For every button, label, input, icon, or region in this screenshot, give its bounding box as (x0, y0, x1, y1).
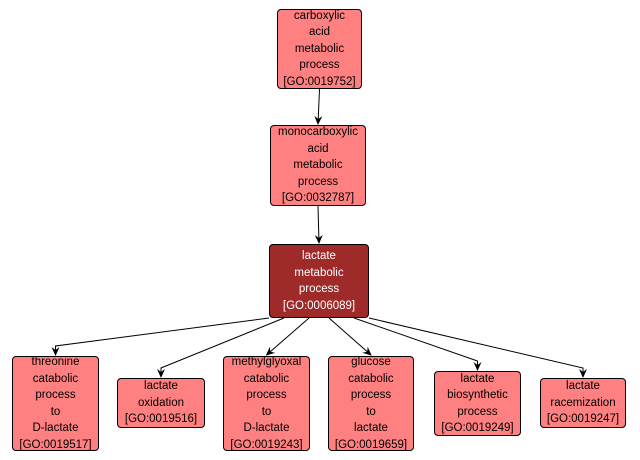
edge-GO-0006089-to-GO-0019659 (328, 317, 372, 356)
node-label: lactate biosynthetic process [GO:0019249… (441, 372, 514, 435)
edge-GO-0019752-to-GO-0032787 (314, 88, 323, 125)
node-label: carboxylic acid metabolic process [GO:00… (283, 9, 356, 88)
node-label: lactate racemization [GO:0019247] (546, 380, 620, 426)
node-label: methylglyoxal catabolic process to D-lac… (230, 356, 303, 451)
node-label: glucose catabolic process to lactate [GO… (334, 356, 408, 451)
node-label: threonine catabolic process to D-lactate… (19, 356, 92, 451)
node-lactate-biosynthetic-process[interactable]: lactate biosynthetic process [GO:0019249… (434, 371, 521, 436)
node-glucose-catabolic-process-to-lactate[interactable]: glucose catabolic process to lactate [GO… (328, 356, 414, 451)
node-label: monocarboxylic acid metabolic process [G… (278, 126, 358, 205)
node-label: lactate oxidation [GO:0019516] (124, 380, 198, 426)
edge-GO-0032787-to-GO-0006089 (314, 205, 323, 244)
node-label: lactate metabolic process [GO:0006089] (282, 250, 356, 312)
edge-GO-0006089-to-GO-0019243 (265, 317, 310, 356)
node-lactate-metabolic-process[interactable]: lactate metabolic process [GO:0006089] (269, 244, 369, 318)
node-monocarboxylic-acid-metabolic-process[interactable]: monocarboxylic acid metabolic process [G… (270, 125, 366, 206)
edge-GO-0006089-to-GO-0019247 (368, 317, 587, 378)
node-methylglyoxal-catabolic-process-to-d-lactate[interactable]: methylglyoxal catabolic process to D-lac… (223, 356, 310, 451)
node-lactate-oxidation[interactable]: lactate oxidation [GO:0019516] (117, 378, 205, 428)
node-lactate-racemization[interactable]: lactate racemization [GO:0019247] (540, 378, 626, 428)
node-threonine-catabolic-process-to-d-lactate[interactable]: threonine catabolic process to D-lactate… (12, 356, 99, 451)
edge-GO-0006089-to-GO-0019517 (51, 317, 270, 356)
edge-GO-0006089-to-GO-0019516 (157, 317, 285, 378)
edge-GO-0006089-to-GO-0019249 (353, 317, 482, 371)
node-carboxylic-acid-metabolic-process[interactable]: carboxylic acid metabolic process [GO:00… (277, 9, 362, 89)
